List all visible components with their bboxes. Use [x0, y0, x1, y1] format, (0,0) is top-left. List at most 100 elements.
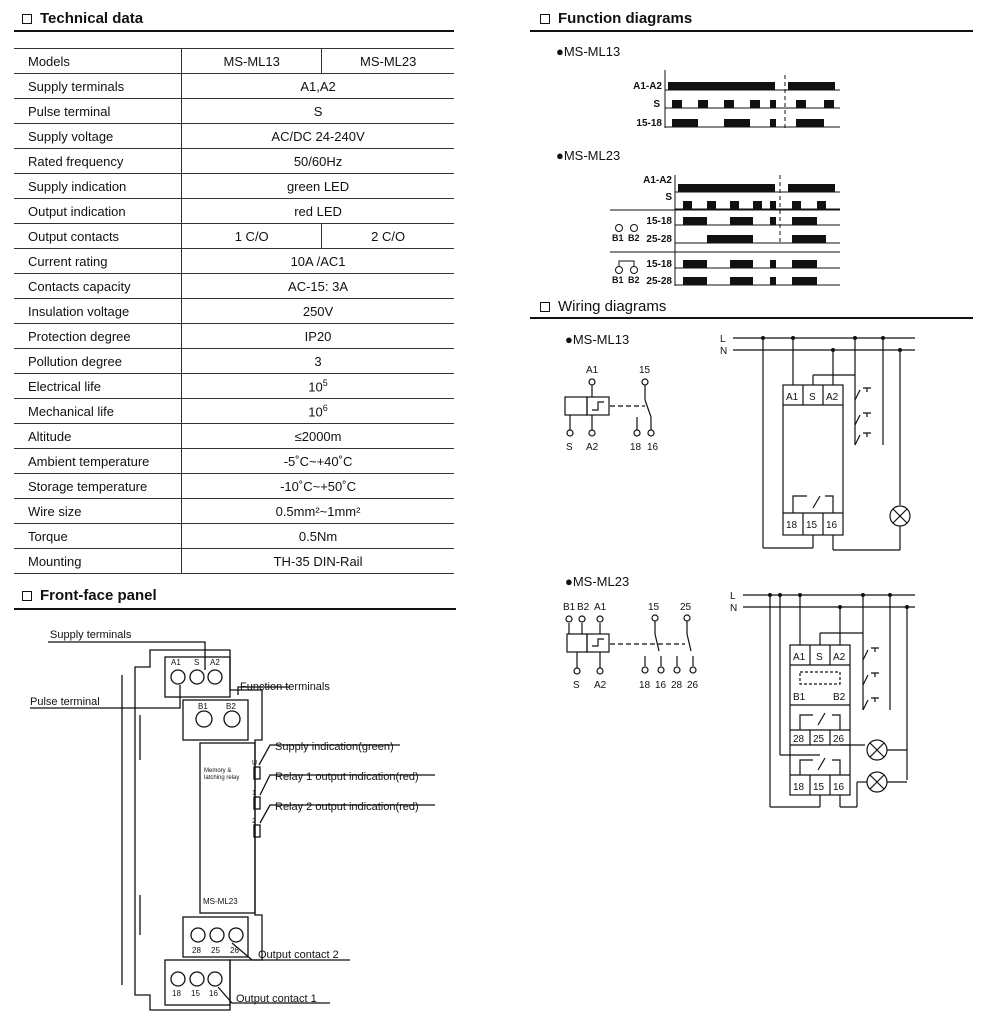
- supply-indication-label: Supply indication(green): [275, 741, 394, 753]
- table-row: Ambient temperature-5˚C~+40˚C: [14, 448, 454, 474]
- relay1-indication-label: Relay 1 output indication(red): [275, 771, 419, 783]
- heading-rule: [14, 608, 456, 610]
- ml23-sym-15: 15: [648, 602, 660, 613]
- pulse-terminal-label: Pulse terminal: [30, 696, 100, 708]
- table-row: Altitude≤2000m: [14, 423, 454, 449]
- ml23-wire-25: 25: [813, 734, 825, 745]
- ml23-wire-a2: A2: [833, 652, 846, 663]
- mechanical-life-exp: 6: [322, 402, 328, 413]
- row-label: Pulse terminal: [14, 98, 182, 124]
- row-label: Ambient temperature: [14, 448, 182, 474]
- heading-rule: [530, 317, 973, 319]
- function-ml13-label: ●MS-ML13: [556, 44, 621, 59]
- row-label: Storage temperature: [14, 473, 182, 499]
- row-value: 10A /AC1: [181, 248, 454, 274]
- led-2-label: 2: [252, 818, 256, 825]
- ml23-wire-16: 16: [833, 782, 845, 793]
- heading-rule: [530, 30, 973, 32]
- panel-model-label: MS-ML23: [203, 897, 238, 906]
- ml23-sym-s: S: [573, 680, 580, 691]
- row-label: Supply voltage: [14, 123, 182, 149]
- row-label: Output contacts: [14, 223, 182, 249]
- checkbox-icon: [22, 13, 32, 24]
- row-label: Current rating: [14, 248, 182, 274]
- wiring-diagrams-title: Wiring diagrams: [558, 298, 667, 315]
- checkbox-icon: [22, 590, 32, 601]
- front-face-title: Front-face panel: [40, 587, 157, 604]
- row-label: Insulation voltage: [14, 298, 182, 324]
- electrical-life-exp: 5: [322, 377, 328, 388]
- row-value: S: [181, 98, 454, 124]
- row-label: Altitude: [14, 423, 182, 449]
- ml23-sym-25: 25: [680, 602, 692, 613]
- row-label: Torque: [14, 523, 182, 549]
- row-label: Wire size: [14, 498, 182, 524]
- ml23-wire-26: 26: [833, 734, 845, 745]
- technical-data-heading: Technical data: [22, 10, 143, 27]
- row-value: A1,A2: [181, 73, 454, 99]
- ml13-sym-a2: A2: [586, 442, 599, 453]
- ml23-wire-18: 18: [793, 782, 805, 793]
- row-label: Supply terminals: [14, 73, 182, 99]
- terminal-16: 16: [209, 989, 218, 998]
- supply-terminals-label: Supply terminals: [50, 629, 132, 641]
- b2-label: B2: [628, 233, 640, 243]
- row-value: ≤2000m: [181, 423, 454, 449]
- ml23-wire-b1: B1: [793, 692, 806, 703]
- row-label: Mounting: [14, 548, 182, 574]
- ml13-sym-18: 18: [630, 442, 642, 453]
- table-row: Output contacts 1 C/O 2 C/O: [14, 223, 454, 249]
- wiring-diagrams-heading: Wiring diagrams: [540, 298, 666, 315]
- checkbox-icon: [540, 301, 550, 312]
- ml23-wire-b2: B2: [833, 692, 846, 703]
- ml23-sym-28: 28: [671, 680, 683, 691]
- heading-rule: [14, 30, 454, 32]
- ml23-a1a2-label: A1-A2: [643, 175, 672, 186]
- row-label: Mechanical life: [14, 398, 182, 424]
- function-timing-diagrams: A1-A2 S 15-18 A1-A2 S 15-18 25-28 15-18 …: [610, 70, 840, 287]
- row-value: 50/60Hz: [181, 148, 454, 174]
- ml23-wiring: L N A1 S A2 B1 B2 28 25 26 18 15 16: [730, 591, 915, 808]
- terminal-18: 18: [172, 989, 181, 998]
- front-face-heading: Front-face panel: [22, 587, 157, 604]
- ml13-s-label: S: [653, 99, 660, 110]
- row-label: Models: [14, 48, 182, 74]
- front-panel-drawing: Supply terminals Pulse terminal Function…: [30, 629, 435, 1011]
- terminal-25: 25: [211, 946, 220, 955]
- ml23-wire-L: L: [730, 591, 736, 602]
- model2-cell: MS-ML23: [321, 48, 454, 74]
- memory-label-1: Memory &: [204, 768, 231, 774]
- row-value: red LED: [181, 198, 454, 224]
- ml13-wire-18: 18: [786, 520, 798, 531]
- b2-bridged-label: B2: [628, 275, 640, 285]
- terminal-26: 26: [230, 946, 239, 955]
- b1-label: B1: [612, 233, 624, 243]
- ml23-sym-16: 16: [655, 680, 667, 691]
- terminal-b2: B2: [226, 702, 236, 711]
- wiring-ml23-label: ●MS-ML23: [565, 574, 630, 589]
- row-value: TH-35 DIN-Rail: [181, 548, 454, 574]
- ml23-sym-a2: A2: [594, 680, 607, 691]
- row-label: Supply indication: [14, 173, 182, 199]
- function-ml23-label: ●MS-ML23: [556, 148, 621, 163]
- terminal-s: S: [194, 658, 199, 667]
- ml13-wire-15: 15: [806, 520, 818, 531]
- table-row: Storage temperature-10˚C~+50˚C: [14, 473, 454, 499]
- terminal-a1: A1: [171, 658, 181, 667]
- table-row: Electrical life 105: [14, 373, 454, 399]
- ml13-wire-L: L: [720, 334, 726, 345]
- wiring-ml13-label: ●MS-ML13: [565, 332, 630, 347]
- row-value: 0.5Nm: [181, 523, 454, 549]
- row-value: 250V: [181, 298, 454, 324]
- ml13-symbol: A1 15 S A2 18 16: [564, 365, 659, 453]
- row-label: Output indication: [14, 198, 182, 224]
- ml23-wire-a1: A1: [793, 652, 806, 663]
